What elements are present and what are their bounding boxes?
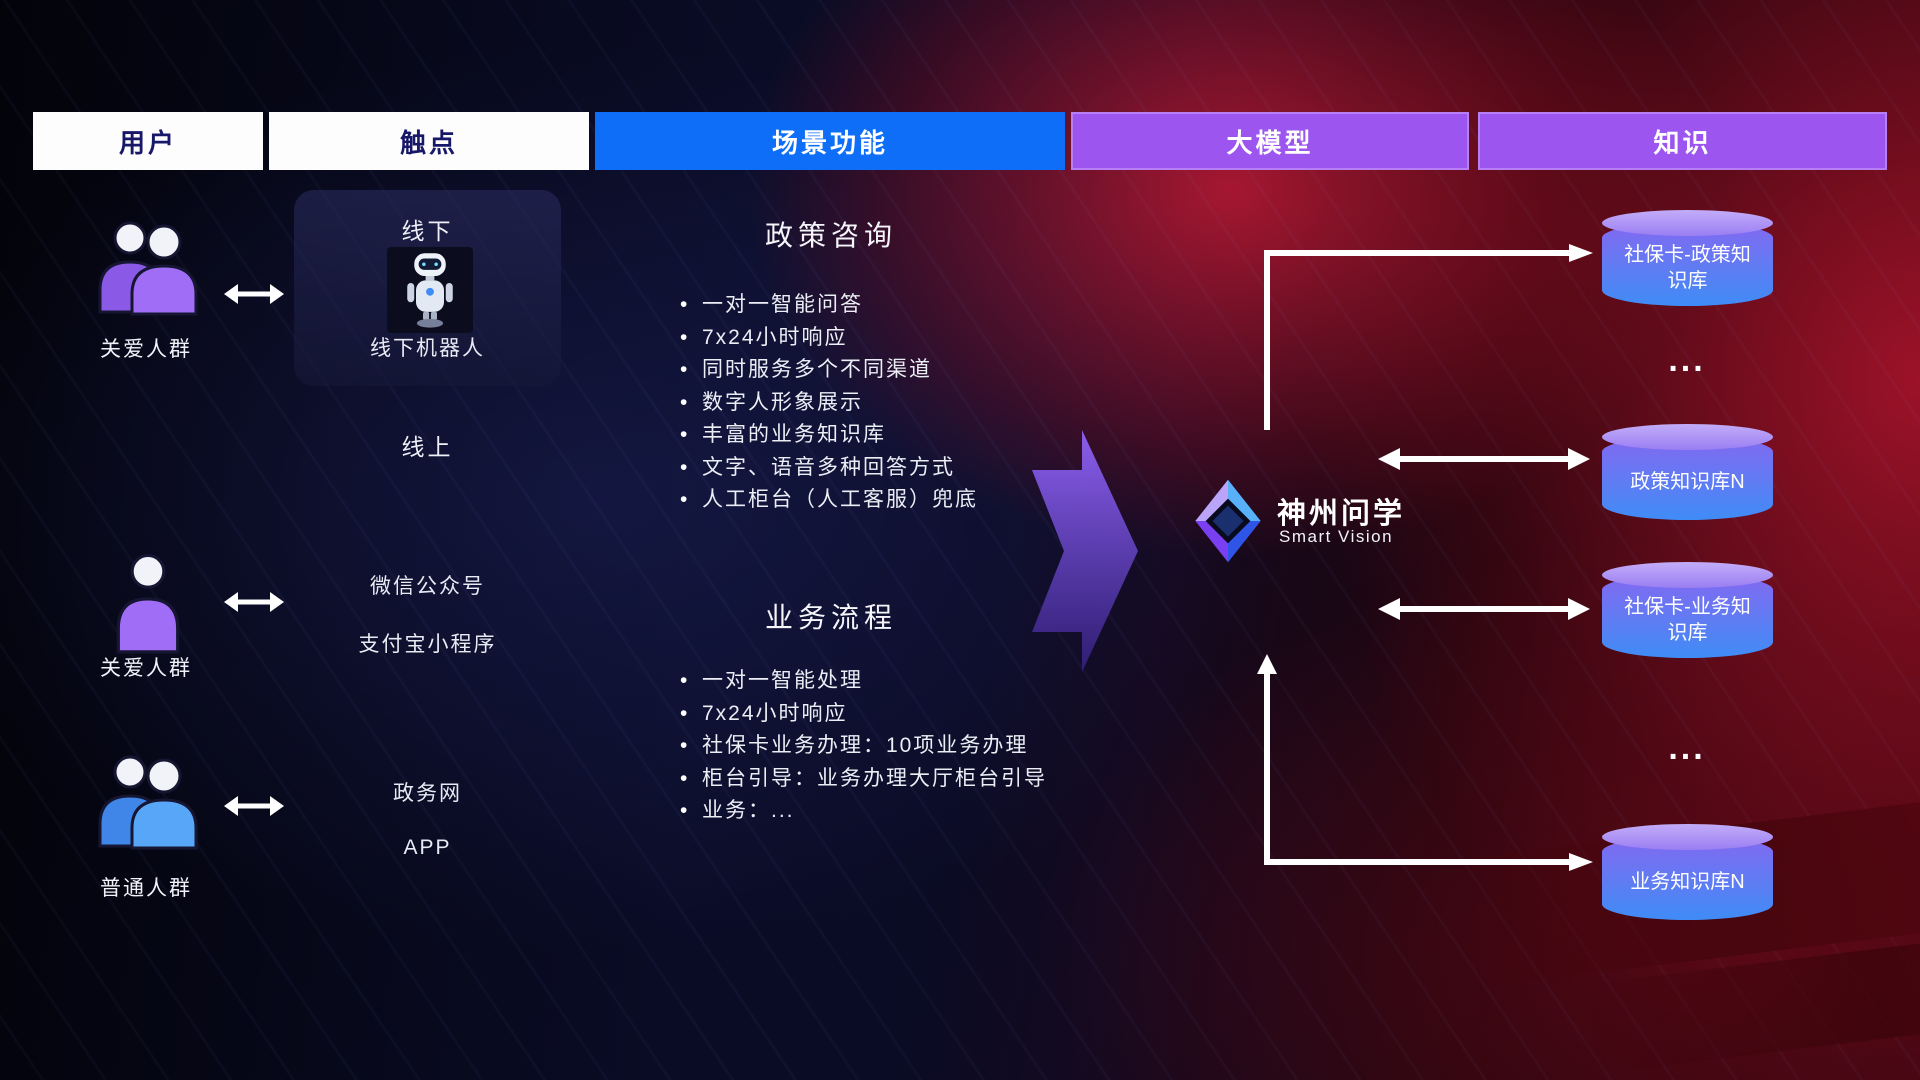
policy-feature-list: 一对一智能问答 7x24小时响应 同时服务多个不同渠道 数字人形象展示 丰富的业… <box>678 289 978 517</box>
knowledge-db-business-ssc: 社保卡-业务知识库 <box>1602 562 1773 658</box>
header-users: 用户 <box>33 112 263 170</box>
ellipsis-more: ... <box>1668 729 1706 767</box>
business-process-title: 业务流程 <box>764 602 897 633</box>
user-group-blue-icon <box>98 755 198 850</box>
knowledge-db-policy-n: 政策知识库N <box>1602 424 1773 520</box>
elbow-arrow-down-right-icon <box>1257 654 1593 871</box>
feature-item: 数字人形象展示 <box>678 387 978 420</box>
user-label-ordinary-group: 普通人群 <box>100 877 192 900</box>
channel-wechat: 微信公众号 <box>370 575 485 598</box>
header-scene-functions: 场景功能 <box>595 112 1065 170</box>
online-title: 线上 <box>401 434 454 460</box>
feature-item: 一对一智能问答 <box>678 289 978 322</box>
channel-app: APP <box>403 836 452 859</box>
header-knowledge: 知识 <box>1478 112 1887 170</box>
feature-item: 柜台引导：业务办理大厅柜台引导 <box>678 763 1047 796</box>
knowledge-db-policy-ssc: 社保卡-政策知识库 <box>1602 210 1773 306</box>
feature-item: 7x24小时响应 <box>678 322 978 355</box>
header-touchpoints: 触点 <box>269 112 589 170</box>
double-arrow-icon <box>224 592 284 612</box>
flow-arrow-icon <box>1032 430 1138 672</box>
offline-title: 线下 <box>401 218 454 244</box>
feature-item: 人工柜台（人工客服）兜底 <box>678 484 978 517</box>
business-feature-list: 一对一智能处理 7x24小时响应 社保卡业务办理：10项业务办理 柜台引导：业务… <box>678 665 1047 828</box>
feature-item: 社保卡业务办理：10项业务办理 <box>678 730 1047 763</box>
robot-icon <box>407 253 453 328</box>
user-group-purple-icon <box>98 221 198 316</box>
channel-gov-web: 政务网 <box>393 782 462 805</box>
double-arrow-icon <box>1378 448 1590 470</box>
user-label-care-group-2: 关爱人群 <box>100 657 192 680</box>
feature-item: 文字、语音多种回答方式 <box>678 452 978 485</box>
model-name: 神州问学 <box>1277 498 1406 530</box>
feature-item: 一对一智能处理 <box>678 665 1047 698</box>
user-label-care-group-1: 关爱人群 <box>100 338 192 361</box>
knowledge-db-business-n: 业务知识库N <box>1602 824 1773 920</box>
channel-alipay-miniapp: 支付宝小程序 <box>358 633 497 656</box>
double-arrow-icon <box>224 284 284 304</box>
feature-item: 同时服务多个不同渠道 <box>678 354 978 387</box>
double-arrow-icon <box>224 796 284 816</box>
header-large-model: 大模型 <box>1071 112 1469 170</box>
offline-robot-label: 线下机器人 <box>370 337 485 360</box>
user-person-purple-icon <box>116 553 180 654</box>
feature-item: 丰富的业务知识库 <box>678 419 978 452</box>
gem-diamond-logo-icon <box>1195 479 1261 563</box>
model-subtitle: Smart Vision <box>1279 527 1394 546</box>
policy-consulting-title: 政策咨询 <box>764 220 897 251</box>
feature-item: 7x24小时响应 <box>678 698 1047 731</box>
double-arrow-icon <box>1378 598 1590 620</box>
elbow-arrow-up-right-icon <box>1264 244 1593 430</box>
ellipsis-more: ... <box>1668 341 1706 379</box>
feature-item: 业务：... <box>678 795 1047 828</box>
